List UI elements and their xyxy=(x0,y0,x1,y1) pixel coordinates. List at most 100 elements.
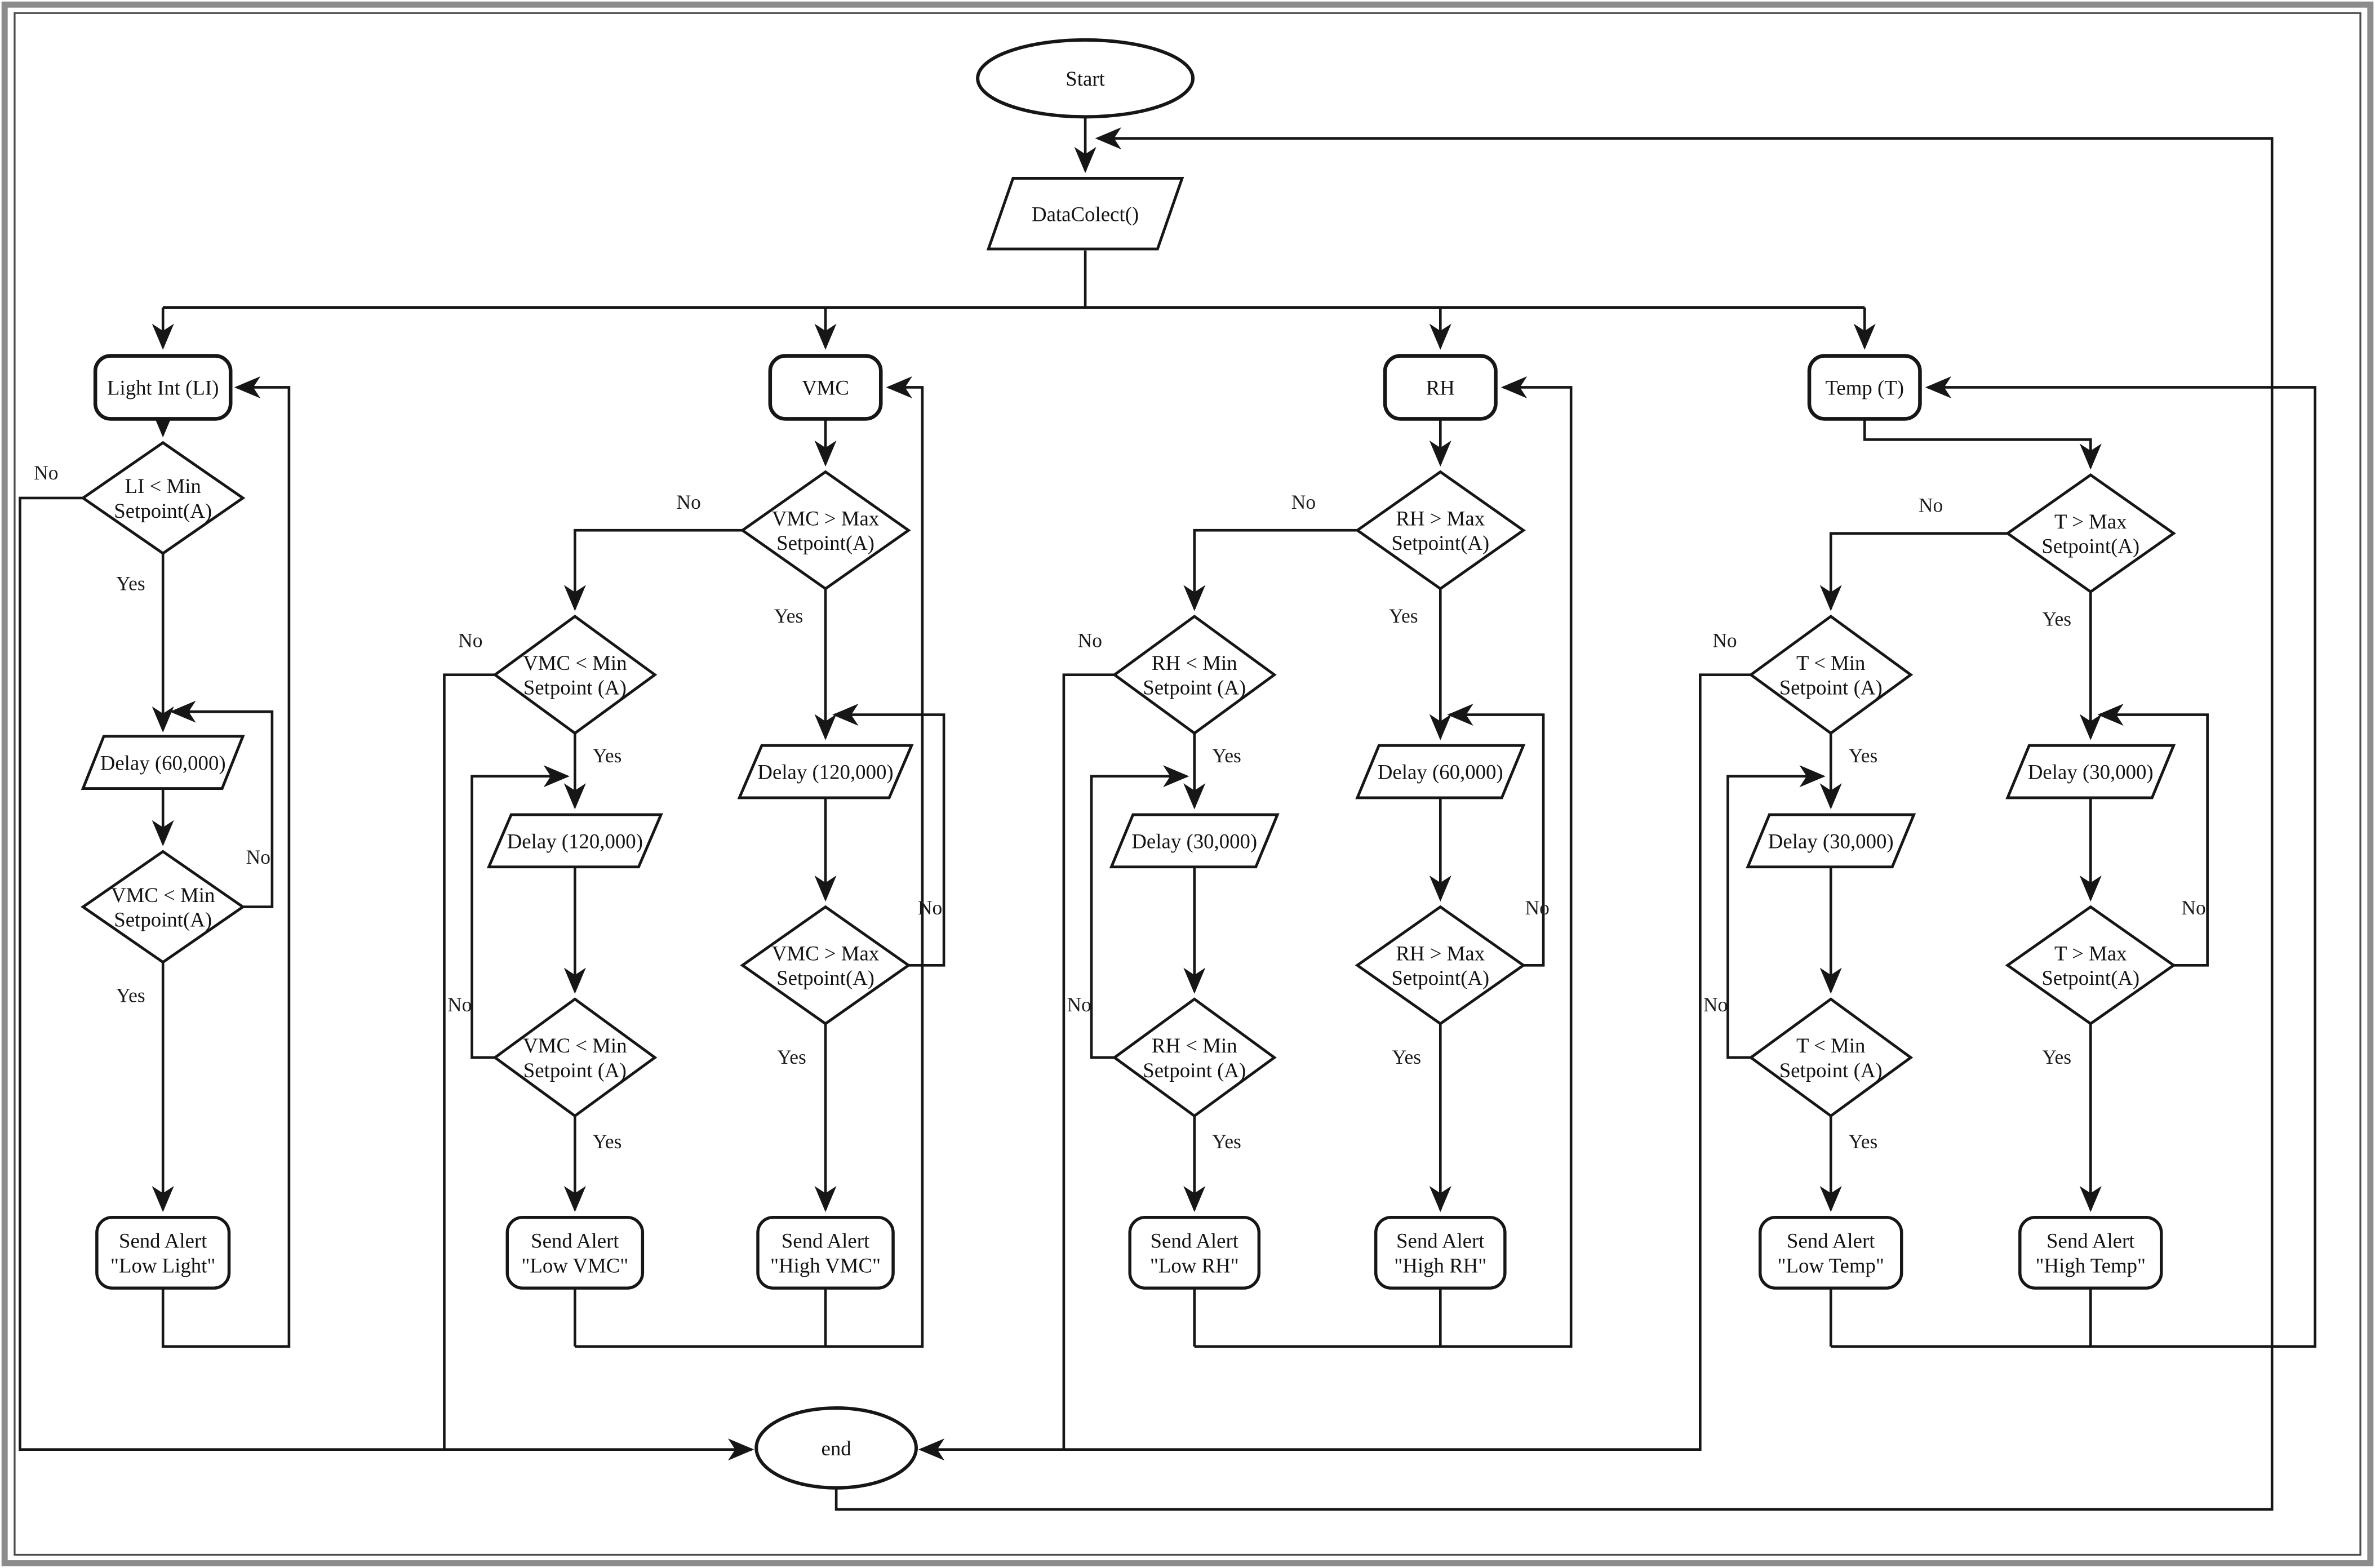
decision-vmc-above-max-label-line-1: Setpoint(A) xyxy=(776,531,874,554)
start-terminator-shape xyxy=(976,38,1195,119)
edge-label-yes-53: Yes xyxy=(2042,1046,2071,1068)
decision-vmc-above-max-label-line-0: VMC > Max xyxy=(772,507,880,530)
node-data-collect-io: DataColect() xyxy=(986,177,1184,251)
delay-t-low-label-line-0: Delay (30,000) xyxy=(1768,829,1894,852)
delay-vmc-high-label: Delay (120,000) xyxy=(757,761,893,784)
node-branch-rh: RH xyxy=(1383,354,1498,421)
decision-li-recheck-label-line-0: VMC < Min xyxy=(111,883,215,907)
alert-low-light-label: Send Alert"Low Light" xyxy=(110,1229,215,1277)
node-alert-high-rh: Send Alert"High RH" xyxy=(1374,1215,1507,1290)
alert-high-vmc-shape xyxy=(756,1215,895,1290)
edge-t-max-recheck-no-loop xyxy=(2097,704,2209,967)
delay-rh-low-label: Delay (30,000) xyxy=(1131,829,1257,852)
alert-low-light-label-line-0: Send Alert xyxy=(119,1229,207,1252)
delay-li-shape xyxy=(81,735,245,790)
decision-rh-below-min-recheck-label-line-1: Setpoint (A) xyxy=(1143,1059,1246,1082)
delay-t-high-shape xyxy=(2005,744,2176,799)
branch-rh-label: RH xyxy=(1426,376,1455,399)
edge-label-yes-12: Yes xyxy=(116,984,145,1007)
delay-li-label: Delay (60,000) xyxy=(100,751,226,774)
node-delay-t-high: Delay (30,000) xyxy=(2005,744,2176,799)
delay-vmc-low-label-line-0: Delay (120,000) xyxy=(507,829,643,852)
delay-li-label-line-0: Delay (60,000) xyxy=(100,751,226,774)
decision-rh-below-min-label-line-0: RH < Min xyxy=(1152,651,1237,674)
decision-li-recheck-label-line-1: Setpoint(A) xyxy=(114,908,212,931)
delay-rh-high-label: Delay (60,000) xyxy=(1378,761,1503,784)
decision-rh-above-max-label-line-1: Setpoint(A) xyxy=(1391,531,1489,554)
edge-label-yes-46: Yes xyxy=(1849,744,1878,767)
node-branch-light-int: Light Int (LI) xyxy=(93,354,233,421)
alert-low-rh-shape xyxy=(1128,1215,1261,1290)
alert-high-rh-label-line-1: "High RH" xyxy=(1394,1254,1486,1277)
delay-vmc-high-label-line-0: Delay (120,000) xyxy=(757,761,893,784)
delay-vmc-low-shape xyxy=(486,813,663,869)
edge-temp-box-to-decision xyxy=(1863,418,2102,470)
edge-rh-min-recheck-no-loop xyxy=(1090,765,1189,1059)
alert-low-temp-shape xyxy=(1759,1215,1903,1290)
alert-low-temp-label: Send Alert"Low Temp" xyxy=(1778,1229,1884,1277)
node-end-terminator: end xyxy=(754,1406,918,1490)
node-delay-rh-low: Delay (30,000) xyxy=(1109,813,1280,869)
edge-vmc-max-recheck-no-loop xyxy=(832,704,945,967)
decision-vmc-above-max-recheck-label-line-0: VMC > Max xyxy=(772,942,880,965)
branch-light-int-label-line-0: Light Int (LI) xyxy=(107,376,219,399)
branch-light-int-label: Light Int (LI) xyxy=(107,376,219,399)
decision-rh-above-max-label-line-0: RH > Max xyxy=(1396,507,1485,530)
edge-label-no-11: No xyxy=(246,846,270,868)
decision-t-below-min-recheck-shape xyxy=(1748,997,1914,1118)
edge-li-alert-loopback xyxy=(161,376,291,1348)
decision-t-above-max-recheck-label-line-0: T > Max xyxy=(2054,942,2127,965)
edge-t-min-no-to-end xyxy=(918,673,1751,1461)
edge-rh-max-no xyxy=(1183,528,1357,611)
node-delay-vmc-high: Delay (120,000) xyxy=(737,744,914,799)
edge-label-no-34: No xyxy=(1067,993,1091,1016)
branch-light-int-shape xyxy=(93,354,233,421)
node-branch-vmc: VMC xyxy=(768,354,883,421)
node-alert-low-vmc: Send Alert"Low VMC" xyxy=(505,1215,645,1290)
decision-vmc-below-min-shape xyxy=(492,614,658,735)
data-collect-io-shape xyxy=(986,177,1184,251)
decision-rh-below-min-label-line-1: Setpoint (A) xyxy=(1143,676,1246,699)
node-delay-vmc-low: Delay (120,000) xyxy=(486,813,663,869)
start-terminator-label-line-0: Start xyxy=(1066,67,1105,90)
alert-high-temp-label: Send Alert"High Temp" xyxy=(2036,1229,2146,1277)
edge-end-loopback-to-datacollect xyxy=(834,127,2274,1511)
decision-vmc-below-min-label-line-0: VMC < Min xyxy=(523,651,627,674)
edge-rh-alerts-loopback xyxy=(1194,376,1573,1348)
decision-t-above-max-label-line-0: T > Max xyxy=(2054,510,2127,533)
decision-t-below-min-shape xyxy=(1748,614,1914,735)
decision-li-below-min-label-line-0: LI < Min xyxy=(125,474,201,498)
node-alert-high-temp: Send Alert"High Temp" xyxy=(2018,1215,2163,1290)
alert-high-rh-shape xyxy=(1374,1215,1507,1290)
alert-high-vmc-label-line-0: Send Alert xyxy=(782,1229,870,1252)
edge-label-yes-39: Yes xyxy=(1392,1046,1421,1068)
alert-low-rh-label-line-1: "Low RH" xyxy=(1150,1254,1239,1277)
edge-label-no-29: No xyxy=(1291,491,1316,513)
delay-t-high-label: Delay (30,000) xyxy=(2028,761,2154,784)
edge-label-yes-30: Yes xyxy=(1389,605,1418,627)
alert-high-rh-label: Send Alert"High RH" xyxy=(1394,1229,1486,1277)
alert-high-temp-label-line-0: Send Alert xyxy=(2047,1229,2135,1252)
edge-label-no-43: No xyxy=(1919,494,1943,516)
decision-vmc-above-max-shape xyxy=(740,470,911,590)
decision-t-above-max-label-line-1: Setpoint(A) xyxy=(2041,535,2139,558)
delay-t-low-label: Delay (30,000) xyxy=(1768,829,1894,852)
branch-vmc-shape xyxy=(768,354,883,421)
alert-low-rh-label: Send Alert"Low RH" xyxy=(1150,1229,1239,1277)
